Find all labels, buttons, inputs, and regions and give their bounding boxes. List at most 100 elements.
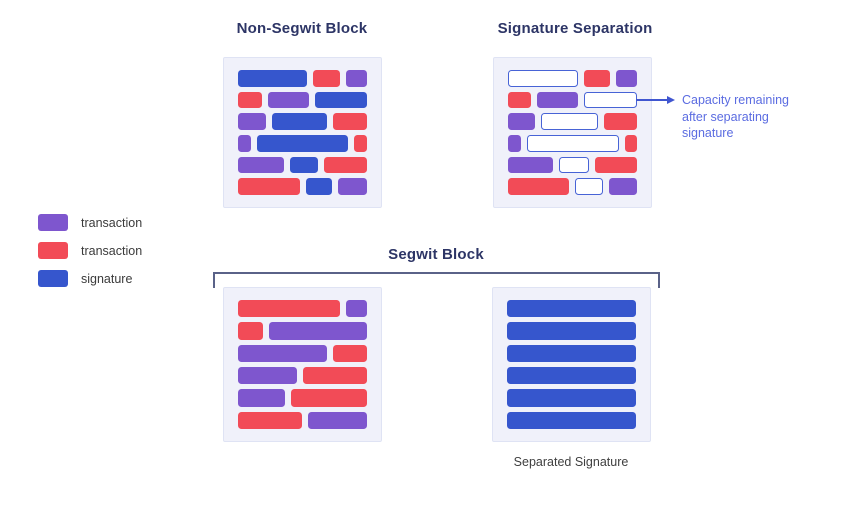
transaction-bar bbox=[313, 70, 340, 87]
freed-capacity-bar bbox=[583, 91, 638, 109]
transaction-bar bbox=[603, 113, 637, 131]
transaction-bar bbox=[238, 156, 284, 174]
transaction-bar bbox=[323, 156, 367, 174]
block-row bbox=[238, 178, 367, 196]
block-row bbox=[508, 135, 637, 152]
transaction-bar bbox=[338, 178, 367, 196]
non-segwit-block-box bbox=[223, 57, 382, 208]
transaction-bar bbox=[508, 178, 569, 196]
transaction-bar bbox=[269, 322, 367, 340]
block-row bbox=[238, 366, 367, 385]
legend-item-signature: signature bbox=[38, 270, 142, 287]
signature-bar bbox=[507, 322, 636, 340]
transaction-bar bbox=[345, 300, 367, 318]
legend-label: transaction bbox=[81, 243, 143, 258]
legend-item-transaction-red: transaction bbox=[38, 242, 142, 259]
transaction-bar bbox=[238, 300, 340, 318]
block-row bbox=[238, 300, 367, 318]
transaction-bar bbox=[584, 70, 610, 87]
segwit-signatures-box bbox=[492, 287, 651, 442]
transaction-bar bbox=[345, 70, 367, 87]
freed-capacity-bar bbox=[508, 70, 579, 87]
block-row bbox=[507, 300, 636, 318]
transaction-bar bbox=[238, 135, 251, 152]
transaction-bar bbox=[508, 135, 521, 152]
signature-bar bbox=[507, 366, 636, 385]
block-row bbox=[508, 113, 637, 131]
transaction-bar bbox=[238, 344, 328, 362]
block-row bbox=[238, 91, 368, 109]
blue-signature-swatch bbox=[38, 270, 68, 287]
block-row bbox=[508, 91, 638, 109]
block-row bbox=[238, 156, 367, 174]
non-segwit-block-title: Non-Segwit Block bbox=[236, 20, 368, 37]
transaction-bar bbox=[238, 411, 303, 429]
block-row bbox=[508, 156, 637, 174]
red-transaction-swatch bbox=[38, 242, 68, 259]
transaction-bar bbox=[537, 91, 578, 109]
transaction-bar bbox=[238, 91, 262, 109]
separated-signature-label: Separated Signature bbox=[513, 455, 629, 469]
transaction-bar bbox=[624, 135, 637, 152]
signature-bar bbox=[305, 178, 333, 196]
transaction-bar bbox=[508, 113, 536, 131]
transaction-bar bbox=[238, 113, 266, 131]
capacity-arrow-head-icon bbox=[667, 95, 675, 104]
block-row bbox=[507, 344, 636, 362]
legend-label: signature bbox=[81, 271, 133, 286]
transaction-bar bbox=[238, 322, 264, 340]
freed-capacity-bar bbox=[559, 156, 589, 174]
block-row bbox=[238, 135, 367, 152]
transaction-bar bbox=[308, 411, 367, 429]
block-row bbox=[507, 411, 636, 429]
segwit-block-title: Segwit Block bbox=[388, 246, 484, 263]
transaction-bar bbox=[238, 389, 286, 407]
signature-bar bbox=[271, 113, 328, 131]
transaction-bar bbox=[333, 113, 367, 131]
block-row bbox=[508, 178, 637, 196]
freed-capacity-bar bbox=[526, 135, 619, 152]
transaction-bar bbox=[291, 389, 367, 407]
signature-bar bbox=[289, 156, 318, 174]
signature-bar bbox=[507, 389, 636, 407]
purple-transaction-swatch bbox=[38, 214, 68, 231]
block-row bbox=[507, 322, 636, 340]
transaction-bar bbox=[302, 366, 367, 385]
block-row bbox=[238, 344, 367, 362]
segwit-bracket bbox=[213, 272, 660, 288]
transaction-bar bbox=[608, 178, 637, 196]
signature-bar bbox=[238, 70, 308, 87]
signature-bar bbox=[507, 411, 636, 429]
block-row bbox=[238, 322, 367, 340]
block-row bbox=[238, 411, 367, 429]
legend-label: transaction bbox=[81, 215, 143, 230]
block-row bbox=[508, 70, 637, 87]
legend: transaction transaction signature bbox=[38, 214, 142, 287]
transaction-bar bbox=[238, 366, 297, 385]
transaction-bar bbox=[508, 91, 532, 109]
signature-separation-title: Signature Separation bbox=[497, 20, 653, 37]
transaction-bar bbox=[267, 91, 309, 109]
signature-bar bbox=[256, 135, 349, 152]
transaction-bar bbox=[238, 178, 300, 196]
capacity-annotation: Capacity remaining after separating sign… bbox=[682, 93, 789, 140]
signature-separation-box bbox=[493, 57, 652, 208]
block-row bbox=[507, 366, 636, 385]
freed-capacity-bar bbox=[574, 178, 603, 196]
legend-item-transaction-purple: transaction bbox=[38, 214, 142, 231]
signature-bar bbox=[507, 344, 636, 362]
transaction-bar bbox=[333, 344, 367, 362]
transaction-bar bbox=[508, 156, 553, 174]
signature-bar bbox=[314, 91, 368, 109]
block-row bbox=[507, 389, 636, 407]
block-row bbox=[238, 113, 367, 131]
transaction-bar bbox=[594, 156, 637, 174]
segwit-transactions-box bbox=[223, 287, 382, 442]
block-row bbox=[238, 389, 367, 407]
freed-capacity-bar bbox=[541, 113, 598, 131]
signature-bar bbox=[507, 300, 636, 318]
capacity-arrow-line bbox=[636, 99, 668, 101]
transaction-bar bbox=[354, 135, 367, 152]
block-row bbox=[238, 70, 367, 87]
